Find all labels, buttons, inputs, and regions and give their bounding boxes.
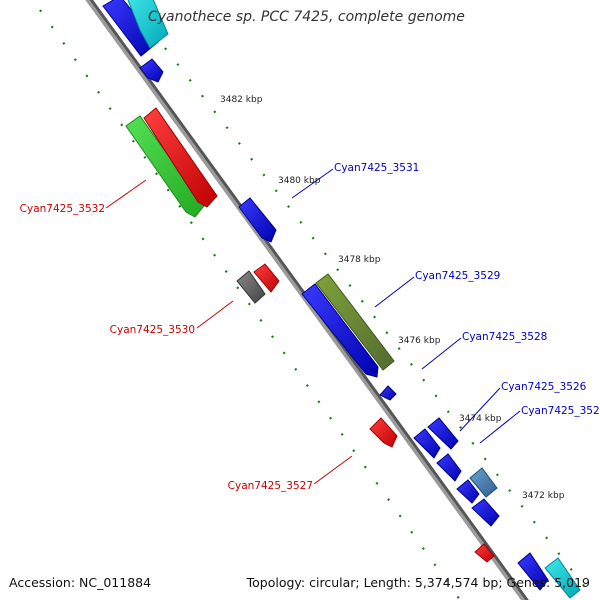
gene-blue-3526-b[interactable] bbox=[427, 417, 459, 450]
inner-tick-track bbox=[39, 9, 461, 600]
scale-tick-label: 3482 kbp bbox=[220, 95, 263, 105]
leader-line-3527 bbox=[313, 455, 353, 485]
genome-backbone bbox=[85, 0, 526, 600]
gene-cyan-top[interactable] bbox=[127, 0, 169, 49]
accession-text: Accession: NC_011884 bbox=[9, 575, 152, 590]
leader-line-3531 bbox=[291, 168, 334, 199]
leader-line-3528 bbox=[421, 337, 462, 370]
scale-tick-label: 3476 kbp bbox=[398, 336, 441, 346]
gene-blue-small-top[interactable] bbox=[139, 58, 164, 83]
gene-blue-3525-b[interactable] bbox=[456, 479, 480, 504]
gene-label-3529[interactable]: Cyan7425_3529 bbox=[415, 270, 500, 282]
topology-text: Topology: circular; Length: 5,374,574 bp… bbox=[246, 575, 590, 590]
gene-blue-3525-a[interactable] bbox=[436, 453, 462, 482]
gene-olive-3529[interactable] bbox=[315, 273, 395, 371]
gene-label-3528[interactable]: Cyan7425_3528 bbox=[462, 331, 547, 343]
gene-label-3531[interactable]: Cyan7425_3531 bbox=[334, 162, 419, 174]
leader-line-3532 bbox=[105, 179, 147, 209]
leader-line-3529 bbox=[374, 276, 415, 308]
gene-label-3532[interactable]: Cyan7425_3532 bbox=[20, 203, 105, 215]
scale-tick-label: 3472 kbp bbox=[522, 491, 565, 501]
gene-red-3527[interactable] bbox=[369, 417, 398, 448]
leader-line-3530 bbox=[196, 300, 234, 329]
gene-label-3525[interactable]: Cyan7425_3525 bbox=[521, 405, 600, 417]
scale-tick-label: 3474 kbp bbox=[459, 414, 502, 424]
leader-line-3525 bbox=[479, 410, 521, 444]
gene-cyan-bottom[interactable] bbox=[544, 557, 581, 599]
gene-blue-bottom[interactable] bbox=[517, 552, 549, 591]
gene-red-3532[interactable] bbox=[143, 107, 218, 208]
leader-line-3526 bbox=[459, 387, 501, 432]
gene-label-3527[interactable]: Cyan7425_3527 bbox=[228, 480, 313, 492]
outer-tick-track bbox=[164, 47, 596, 600]
gene-red-bottom[interactable] bbox=[474, 543, 495, 563]
scale-tick-label: 3478 kbp bbox=[338, 255, 381, 265]
gene-blue-small-3528[interactable] bbox=[379, 385, 397, 401]
scale-tick-label: 3480 kbp bbox=[278, 176, 321, 186]
gene-blue-3529[interactable] bbox=[301, 283, 379, 378]
page-title: Cyanothece sp. PCC 7425, complete genome bbox=[148, 9, 465, 25]
gene-blue-3525-c[interactable] bbox=[471, 498, 500, 527]
gene-gray-3530[interactable] bbox=[236, 270, 266, 304]
gene-red-small-3530[interactable] bbox=[253, 263, 280, 293]
gene-label-3526[interactable]: Cyan7425_3526 bbox=[501, 381, 587, 393]
gene-steel-3525[interactable] bbox=[469, 467, 498, 498]
gene-blue-forward-1[interactable] bbox=[238, 197, 277, 243]
gene-green-3532[interactable] bbox=[125, 115, 205, 218]
gene-label-3530[interactable]: Cyan7425_3530 bbox=[110, 324, 195, 336]
gene-blue-3526-a[interactable] bbox=[413, 428, 441, 459]
